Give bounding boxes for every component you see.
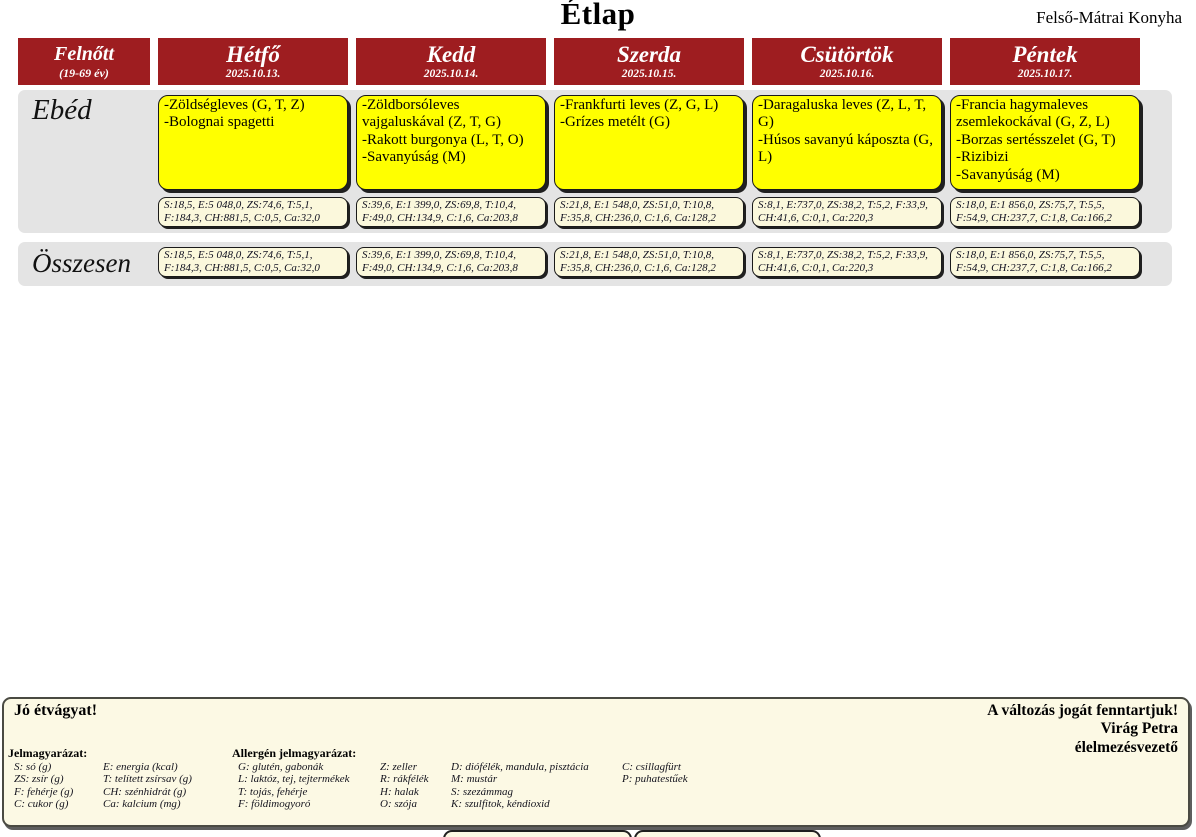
group-label: Felnőtt (53, 42, 114, 65)
header-cell-tuesday: Kedd 2025.10.14. (356, 38, 546, 85)
menu-box: -Francia hagymaleves zsemlekockával (G, … (950, 95, 1140, 190)
week-header-row: Felnőtt (19-69 év) Hétfő 2025.10.13. Ked… (18, 38, 1140, 85)
totals-row-grid: Összesen S:18,5, E:5 048,0, ZS:74,6, T:5… (18, 242, 1140, 279)
next-section-cutoff-left (443, 830, 632, 837)
nutrition-box: S:8,1, E:737,0, ZS:38,2, T:5,2, F:33,9, … (752, 197, 942, 227)
legend-column-1: S: só (g) ZS: zsír (g) F: fehérje (g) C:… (14, 761, 74, 811)
allergen-column-4: C: csillagfürt P: puhatestűek (622, 761, 688, 786)
nutrition-box: S:18,0, E:1 856,0, ZS:75,7, T:5,5, F:54,… (950, 197, 1140, 227)
total-cell-wednesday: S:21,8, E:1 548,0, ZS:51,0, T:10,8, F:35… (554, 242, 744, 279)
nutrition-box: S:18,5, E:5 048,0, ZS:74,6, T:5,1, F:184… (158, 197, 348, 227)
total-cell-tuesday: S:39,6, E:1 399,0, ZS:69,8, T:10,4, F:49… (356, 242, 546, 279)
lunch-cell-tuesday: -Zöldborsóleves vajgaluskával (Z, T, G) … (356, 90, 546, 227)
allergen-column-3: D: diófélék, mandula, pisztácia M: mustá… (451, 761, 589, 811)
header-cell-wednesday: Szerda 2025.10.15. (554, 38, 744, 85)
group-sublabel: (19-69 év) (59, 65, 109, 80)
totals-row-label: Összesen (32, 248, 131, 278)
total-cell-monday: S:18,5, E:5 048,0, ZS:74,6, T:5,1, F:184… (158, 242, 348, 279)
header-cell-thursday: Csütörtök 2025.10.16. (752, 38, 942, 85)
lunch-row-grid: Ebéd -Zöldségleves (G, T, Z) -Bolognai s… (18, 90, 1140, 227)
day-name: Szerda (617, 41, 681, 67)
nutrition-total-box: S:18,5, E:5 048,0, ZS:74,6, T:5,1, F:184… (158, 247, 348, 277)
allergen-column-1: G: glutén, gabonák L: laktóz, tej, tejte… (238, 761, 350, 811)
header-cell-monday: Hétfő 2025.10.13. (158, 38, 348, 85)
total-cell-friday: S:18,0, E:1 856,0, ZS:75,7, T:5,5, F:54,… (950, 242, 1140, 279)
legend-column-2: E: energia (kcal) T: telített zsírsav (g… (103, 761, 192, 811)
lunch-row-band: Ebéd -Zöldségleves (G, T, Z) -Bolognai s… (18, 90, 1172, 233)
next-section-cutoff-right (634, 830, 821, 837)
day-date: 2025.10.14. (423, 68, 479, 81)
nutrition-total-box: S:39,6, E:1 399,0, ZS:69,8, T:10,4, F:49… (356, 247, 546, 277)
greeting-text: Jó étvágyat! (14, 702, 98, 719)
day-date: 2025.10.16. (819, 68, 875, 81)
day-name: Hétfő (226, 41, 280, 67)
legend-title: Jelmagyarázat: (8, 746, 88, 760)
header-cell-group: Felnőtt (19-69 év) (18, 38, 150, 85)
footer-panel: Jó étvágyat! A változás jogát fenntartju… (2, 697, 1190, 827)
totals-row-band: Összesen S:18,5, E:5 048,0, ZS:74,6, T:5… (18, 242, 1172, 286)
nutrition-box: S:39,6, E:1 399,0, ZS:69,8, T:10,4, F:49… (356, 197, 546, 227)
allergen-column-2: Z: zeller R: rákfélék H: halak O: szója (380, 761, 429, 811)
day-date: 2025.10.13. (225, 68, 281, 81)
total-cell-thursday: S:8,1, E:737,0, ZS:38,2, T:5,2, F:33,9, … (752, 242, 942, 279)
day-date: 2025.10.15. (621, 68, 677, 81)
menu-box: -Zöldségleves (G, T, Z) -Bolognai spaget… (158, 95, 348, 190)
day-name: Kedd (426, 41, 476, 67)
day-date: 2025.10.17. (1017, 68, 1073, 81)
lunch-cell-monday: -Zöldségleves (G, T, Z) -Bolognai spaget… (158, 90, 348, 227)
menu-box: -Zöldborsóleves vajgaluskával (Z, T, G) … (356, 95, 546, 190)
menu-box: -Frankfurti leves (Z, G, L) -Grízes meté… (554, 95, 744, 190)
lunch-row-label: Ebéd (32, 94, 92, 126)
lunch-cell-thursday: -Daragaluska leves (Z, L, T, G) -Húsos s… (752, 90, 942, 227)
nutrition-box: S:21,8, E:1 548,0, ZS:51,0, T:10,8, F:35… (554, 197, 744, 227)
page-title: Étlap (560, 0, 636, 31)
organization-name: Felső-Mátrai Konyha (1036, 8, 1182, 27)
menu-box: -Daragaluska leves (Z, L, T, G) -Húsos s… (752, 95, 942, 190)
nutrition-total-box: S:21,8, E:1 548,0, ZS:51,0, T:10,8, F:35… (554, 247, 744, 277)
day-name: Péntek (1012, 41, 1078, 67)
header-cell-friday: Péntek 2025.10.17. (950, 38, 1140, 85)
rights-signature-block: A változás jogát fenntartjuk! Virág Petr… (987, 702, 1178, 756)
day-name: Csütörtök (800, 41, 894, 67)
nutrition-total-box: S:18,0, E:1 856,0, ZS:75,7, T:5,5, F:54,… (950, 247, 1140, 277)
nutrition-total-box: S:8,1, E:737,0, ZS:38,2, T:5,2, F:33,9, … (752, 247, 942, 277)
lunch-cell-wednesday: -Frankfurti leves (Z, G, L) -Grízes meté… (554, 90, 744, 227)
lunch-cell-friday: -Francia hagymaleves zsemlekockával (G, … (950, 90, 1140, 227)
allergen-legend-title: Allergén jelmagyarázat: (232, 746, 357, 760)
